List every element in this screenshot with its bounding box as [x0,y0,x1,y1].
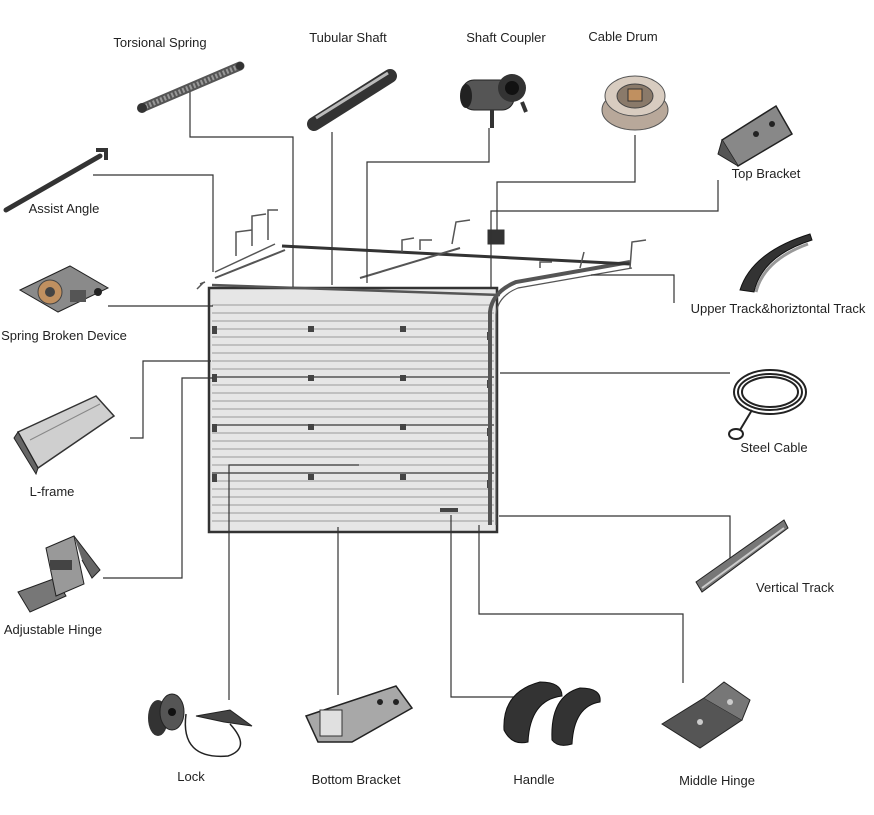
tubular-shaft-icon [307,69,397,131]
track-assembly [196,209,647,525]
label-torsional-spring: Torsional Spring [113,35,207,50]
label-top-bracket: Top Bracket [731,166,801,181]
label-lock: Lock [177,769,205,784]
label-steel-cable: Steel Cable [740,440,808,455]
label-bottom-bracket: Bottom Bracket [311,772,401,787]
middle-hinge-icon [661,681,751,749]
label-cable-drum: Cable Drum [588,29,658,44]
l-frame-icon [13,395,116,476]
lock-icon [148,693,253,758]
bottom-bracket-icon [304,685,414,743]
cable-drum-icon [601,75,669,131]
label-l-frame: L-frame [29,484,75,499]
label-upper-track: Upper Track&horiztontal Track [690,301,866,316]
vertical-track-icon [695,519,789,593]
leader-lines [93,90,731,700]
upper-track-icon [739,233,813,293]
steel-cable-icon [728,369,807,440]
label-tubular-shaft: Tubular Shaft [309,30,387,45]
shaft-coupler-icon [460,74,528,128]
label-adjustable-hinge: Adjustable Hinge [3,622,103,637]
spring-broken-device-icon [18,265,110,313]
handle-icon [503,681,601,746]
garage-door [207,286,499,534]
adjustable-hinge-icon [17,535,101,613]
assist-angle-icon [3,148,108,213]
torsional-spring-icon [137,61,245,113]
label-vertical-track: Vertical Track [755,580,835,595]
label-shaft-coupler: Shaft Coupler [466,30,546,45]
label-spring-broken-device: Spring Broken Device [1,328,127,343]
label-middle-hinge: Middle Hinge [679,773,755,788]
label-handle: Handle [513,772,555,787]
label-assist-angle: Assist Angle [28,201,100,216]
top-bracket-icon [717,104,794,168]
